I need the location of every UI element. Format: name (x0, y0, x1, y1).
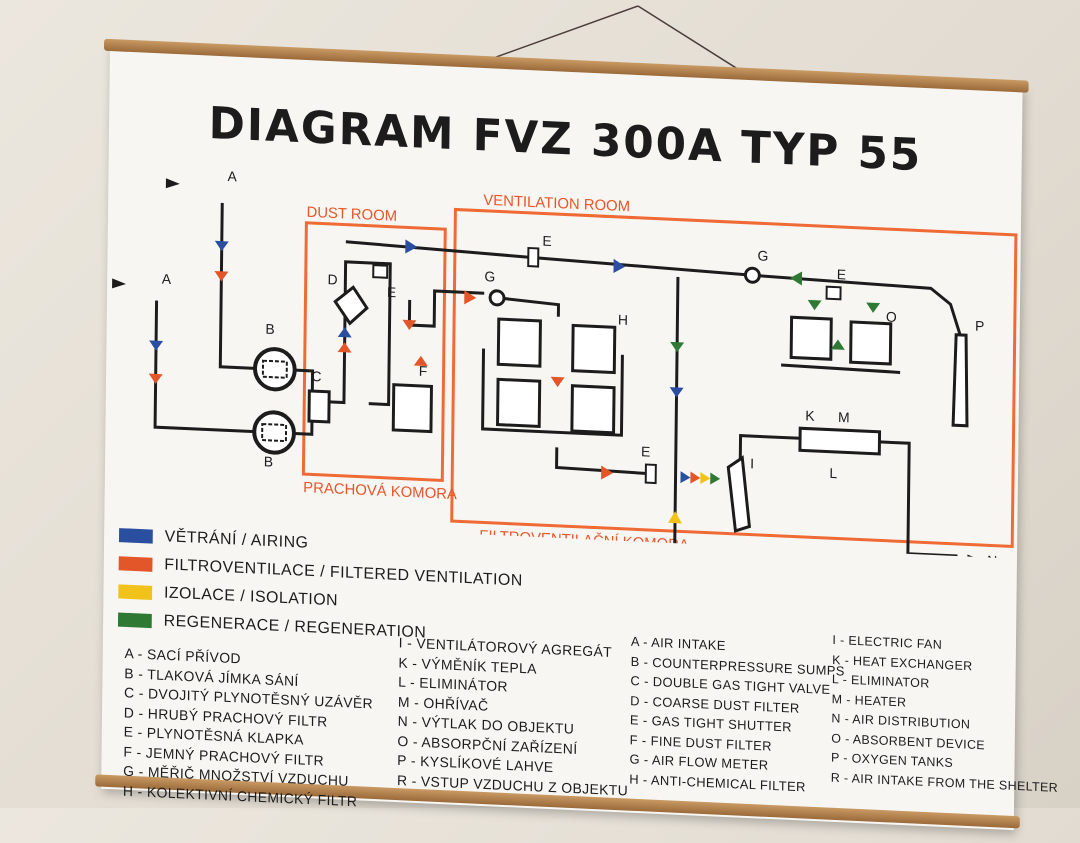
key-cz-col-2: I - VENTILÁTOROVÝ AGREGÁT K - VÝMĚNÍK TE… (397, 633, 630, 800)
label-a-upper: A (227, 168, 237, 185)
label-p: P (975, 318, 984, 335)
dust-room-label: DUST ROOM (306, 204, 397, 225)
double-valve-c (307, 389, 331, 424)
label-b-lower: B (264, 453, 273, 470)
gas-shutter-e3 (644, 463, 657, 485)
gas-shutter-e4 (825, 285, 842, 301)
key-en-col-2: I - ELECTRIC FAN K - HEAT EXCHANGER L - … (831, 631, 1060, 798)
intake-pipe-upper (218, 202, 258, 370)
label-e-dust: E (387, 284, 396, 301)
label-i: I (750, 455, 754, 471)
electric-fan-i (726, 455, 752, 533)
key-cz-col-1: A - SACÍ PŘÍVOD B - TLAKOVÁ JÍMKA SÁNÍ C… (123, 644, 374, 812)
label-f: F (419, 363, 428, 379)
absorbent-device-o (781, 315, 901, 374)
intake-pipe-lower (153, 300, 257, 434)
label-c: C (311, 368, 321, 385)
flow-meter-g2 (743, 266, 761, 284)
pipe-h-out (555, 447, 651, 476)
central-vertical-pipe (672, 276, 680, 559)
label-h: H (618, 311, 628, 328)
chemical-filter-h (496, 317, 617, 435)
oxygen-tank-p (951, 333, 969, 428)
label-e-top: E (542, 233, 551, 250)
isolation-arrow-icon (118, 584, 153, 600)
pipe-c-to-d (329, 260, 392, 407)
pipe-to-oxygen (752, 273, 962, 336)
legend-regeneration: REGENERACE / REGENERATION (117, 610, 426, 642)
filtered-arrow-icon (118, 555, 153, 572)
label-b-upper: B (265, 321, 274, 338)
label-a-lower: A (162, 271, 172, 288)
coarse-filter-d (333, 285, 369, 326)
chemical-filter-frame (481, 348, 624, 437)
top-rod (103, 38, 1029, 93)
dust-room-cz-label: PRACHOVÁ KOMORA (303, 479, 457, 503)
label-e-right: E (837, 266, 846, 283)
gas-shutter-e1 (372, 264, 389, 279)
regeneration-arrow-icon (117, 612, 152, 628)
legend-airing: VĚTRÁNÍ / AIRING (118, 526, 309, 553)
label-m: M (838, 409, 850, 426)
pipe-to-fine-filter (407, 289, 485, 328)
label-g-right: G (758, 247, 769, 264)
label-d: D (327, 271, 337, 288)
flow-arrows (112, 178, 982, 559)
gas-shutter-e2 (527, 246, 540, 268)
ventilation-room-border (450, 207, 1018, 549)
pipe-to-chemical-filter (498, 296, 561, 317)
label-o: O (886, 308, 897, 325)
ventilation-room-label: VENTILATION ROOM (483, 192, 630, 216)
flow-meter-g1 (488, 289, 506, 307)
label-g-left: G (484, 268, 495, 285)
sump-lower (252, 410, 296, 455)
key-en-col-1: A - AIR INTAKE B - COUNTERPRESSURE SUMPS… (629, 632, 845, 798)
label-k: K (805, 407, 815, 424)
poster: DIAGRAM FVZ 300A TYP 55 DUST ROOM VENTIL… (95, 38, 1058, 831)
legend-isolation: IZOLACE / ISOLATION (118, 582, 338, 610)
heat-exchanger-km (798, 426, 882, 456)
sump-upper (253, 347, 297, 392)
label-e-bottom: E (641, 443, 650, 460)
airing-arrow-icon (118, 527, 153, 544)
fine-filter-f (391, 383, 433, 434)
dust-room-border (301, 221, 447, 482)
label-l: L (829, 465, 837, 481)
label-n: N (987, 552, 997, 558)
ventilation-diagram: DUST ROOM VENTILATION ROOM PRACHOVÁ KOMO… (112, 168, 1018, 559)
